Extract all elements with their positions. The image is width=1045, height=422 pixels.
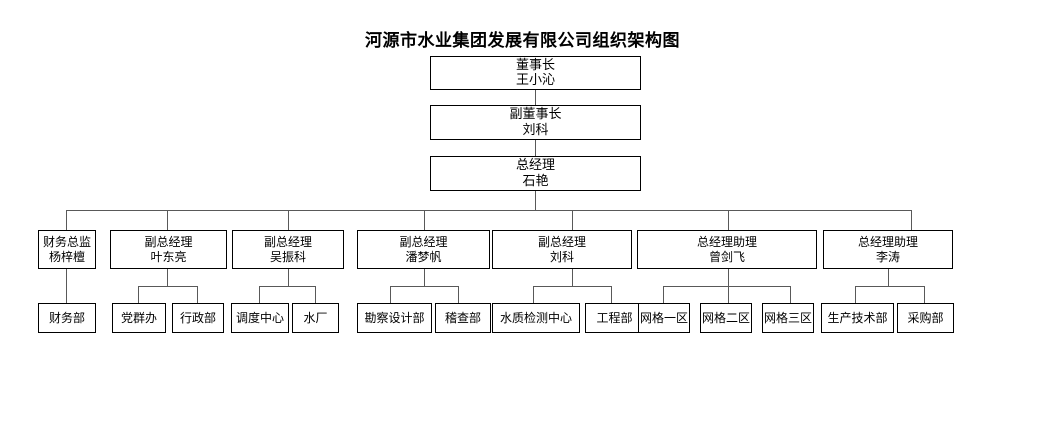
page-title: 河源市水业集团发展有限公司组织架构图 (365, 31, 680, 51)
node-dept-dispatch-center[interactable]: 调度中心 (231, 303, 289, 333)
node-vice-chairman[interactable]: 副董事长 刘科 (430, 105, 641, 140)
connector-manager0-to-dept0 (66, 269, 67, 303)
node-dept-grid-zone-1[interactable]: 网格一区 (638, 303, 690, 333)
connector-manager4-crossbar (533, 286, 611, 287)
node-chairman[interactable]: 董事长 王小沁 (430, 56, 641, 90)
node-label: 行政部 (179, 310, 216, 325)
connector-manager2-stem (288, 269, 289, 286)
connector-manager5-leg-2 (790, 286, 791, 303)
connector-manager1-crossbar (138, 286, 197, 287)
connector-manager6-leg-1 (924, 286, 925, 303)
node-dept-administration[interactable]: 行政部 (172, 303, 224, 333)
node-label: 网格一区 (639, 310, 688, 325)
connector-manager6-crossbar (855, 286, 924, 287)
node-deputy-gm-pan[interactable]: 副总经理 潘梦帆 (357, 230, 490, 269)
node-deputy-gm-ye[interactable]: 副总经理 叶东亮 (110, 230, 227, 269)
connector-bus-to-manager-3 (424, 210, 425, 230)
node-dept-party-affairs[interactable]: 党群办 (112, 303, 166, 333)
node-name: 潘梦帆 (405, 249, 442, 264)
node-dept-engineering[interactable]: 工程部 (585, 303, 644, 333)
node-title: 副总经理 (144, 235, 193, 250)
node-dept-production-technology[interactable]: 生产技术部 (821, 303, 894, 333)
connector-bus-to-manager-5 (728, 210, 729, 230)
node-label: 稽查部 (444, 310, 481, 325)
node-name: 王小沁 (515, 73, 555, 88)
node-label: 水厂 (303, 310, 328, 325)
connector-manager1-stem (167, 269, 168, 286)
connector-manager6-stem (888, 269, 889, 286)
connector-manager3-stem (424, 269, 425, 286)
node-dept-water-quality-center[interactable]: 水质检测中心 (492, 303, 580, 333)
connector-manager4-leg-0 (533, 286, 534, 303)
connector-manager4-leg-1 (611, 286, 612, 303)
connector-manager5-leg-1 (728, 286, 729, 303)
node-name: 李涛 (875, 249, 900, 264)
node-dept-procurement[interactable]: 采购部 (897, 303, 954, 333)
node-title: 副董事长 (509, 107, 562, 123)
node-name: 刘科 (522, 122, 549, 138)
connector-manager1-leg-0 (138, 286, 139, 303)
node-label: 生产技术部 (827, 310, 888, 325)
node-label: 水质检测中心 (499, 310, 572, 325)
node-deputy-gm-liu[interactable]: 副总经理 刘科 (492, 230, 632, 269)
node-label: 采购部 (907, 310, 944, 325)
connector-bus-to-manager-4 (572, 210, 573, 230)
connector-vicechairman-to-gm (535, 140, 536, 156)
node-gm-assistant-li[interactable]: 总经理助理 李涛 (823, 230, 953, 269)
node-label: 党群办 (120, 310, 157, 325)
node-label: 财务部 (48, 310, 85, 325)
manager-bus-line (66, 210, 911, 211)
node-title: 总经理 (515, 158, 555, 174)
node-title: 财务总监 (42, 235, 91, 250)
connector-manager5-stem (728, 269, 729, 286)
node-name: 刘科 (549, 249, 574, 264)
connector-manager2-leg-0 (259, 286, 260, 303)
node-label: 工程部 (596, 310, 633, 325)
node-general-manager[interactable]: 总经理 石艳 (430, 156, 641, 191)
connector-manager5-leg-0 (663, 286, 664, 303)
node-title: 董事长 (515, 57, 555, 73)
node-label: 勘察设计部 (364, 310, 425, 325)
node-dept-grid-zone-3[interactable]: 网格三区 (762, 303, 814, 333)
node-label: 调度中心 (235, 310, 284, 325)
node-title: 副总经理 (263, 235, 312, 250)
node-name: 石艳 (522, 173, 549, 189)
connector-manager3-crossbar (390, 286, 458, 287)
connector-manager5-crossbar (663, 286, 790, 287)
node-name: 叶东亮 (150, 249, 187, 264)
connector-manager3-leg-0 (390, 286, 391, 303)
connector-manager2-crossbar (259, 286, 315, 287)
node-title: 总经理助理 (696, 235, 757, 250)
node-dept-water-plant[interactable]: 水厂 (292, 303, 339, 333)
connector-bus-to-manager-2 (288, 210, 289, 230)
connector-manager3-leg-1 (458, 286, 459, 303)
connector-bus-to-manager-1 (167, 210, 168, 230)
node-finance-director[interactable]: 财务总监 杨梓檀 (38, 230, 96, 269)
node-dept-survey-design[interactable]: 勘察设计部 (357, 303, 432, 333)
connector-bus-to-manager-6 (911, 210, 912, 230)
connector-manager1-leg-1 (197, 286, 198, 303)
connector-bus-to-manager-0 (66, 210, 67, 230)
node-deputy-gm-wu[interactable]: 副总经理 吴振科 (232, 230, 344, 269)
node-dept-grid-zone-2[interactable]: 网格二区 (700, 303, 752, 333)
node-dept-finance[interactable]: 财务部 (38, 303, 96, 333)
connector-manager4-stem (572, 269, 573, 286)
node-label: 网格二区 (701, 310, 750, 325)
node-title: 总经理助理 (857, 235, 918, 250)
node-name: 吴振科 (269, 249, 306, 264)
connector-manager2-leg-1 (315, 286, 316, 303)
node-name: 杨梓檀 (48, 249, 85, 264)
connector-manager6-leg-0 (855, 286, 856, 303)
node-name: 曾剑飞 (708, 249, 745, 264)
node-gm-assistant-zeng[interactable]: 总经理助理 曾剑飞 (637, 230, 817, 269)
node-label: 网格三区 (763, 310, 812, 325)
node-dept-inspection[interactable]: 稽查部 (435, 303, 491, 333)
node-title: 副总经理 (537, 235, 586, 250)
connector-gm-to-bus (535, 191, 536, 210)
node-title: 副总经理 (399, 235, 448, 250)
connector-chairman-to-vicechairman (535, 90, 536, 105)
